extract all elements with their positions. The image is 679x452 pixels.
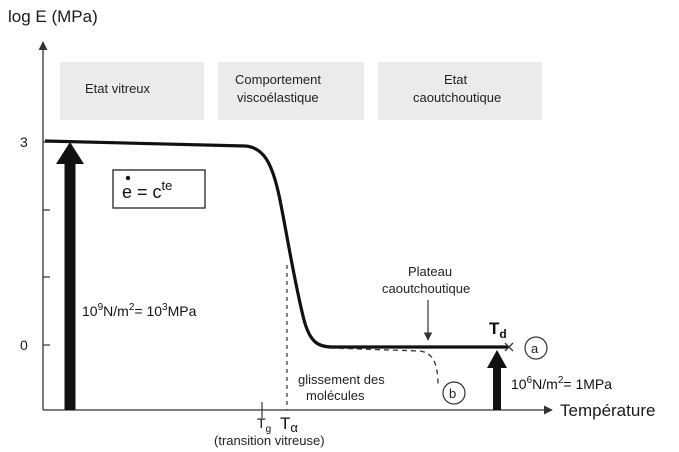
td-cross-2	[504, 342, 514, 352]
region-rubbery-label-2: caoutchoutique	[413, 90, 501, 105]
y-tick-label-0: 0	[20, 337, 28, 353]
modulus-curve	[44, 139, 508, 349]
formula-sup: te	[162, 178, 173, 193]
circle-b-label: b	[449, 386, 456, 401]
region-viscoelastic-label-2: viscoélastique	[237, 90, 319, 105]
y-tick-label-3: 3	[20, 134, 28, 150]
strain-rate-dot	[125, 175, 131, 181]
slip-label-1: glissement des	[298, 372, 385, 387]
formula-e: e	[122, 182, 132, 202]
td-label: Td	[489, 319, 507, 341]
y-axis-label: log E (MPa)	[8, 7, 98, 26]
region-glassy-box	[60, 62, 204, 120]
slip-label-2: molécules	[306, 388, 365, 403]
transition-label: (transition vitreuse)	[214, 433, 325, 448]
plateau-label-2: caoutchoutique	[382, 281, 470, 296]
region-rubbery-label-1: Etat	[444, 72, 468, 87]
x-axis-label: Température	[560, 401, 655, 420]
modulus-high-label: 109N/m2= 103MPa	[82, 302, 197, 319]
region-rubbery-box	[378, 62, 542, 120]
modulus-high-arrowhead	[56, 142, 84, 164]
formula-eq: = c	[132, 182, 162, 202]
circle-b	[442, 381, 466, 405]
modulus-low-arrowhead	[487, 350, 507, 368]
slip-dashed-curve	[329, 347, 439, 387]
strain-rate-formula: e = cte	[122, 178, 172, 202]
plateau-label-1: Plateau	[408, 264, 452, 279]
region-viscoelastic-box	[218, 62, 364, 120]
region-viscoelastic-label-1: Comportement	[235, 72, 321, 87]
t-alpha-label: Tα	[280, 414, 298, 435]
circle-a	[524, 336, 548, 360]
circle-a-label: a	[531, 341, 539, 356]
tg-label: Tg	[257, 415, 271, 435]
modulus-low-label: 106N/m2= 1MPa	[511, 375, 612, 392]
region-glassy-label: Etat vitreux	[85, 81, 151, 96]
